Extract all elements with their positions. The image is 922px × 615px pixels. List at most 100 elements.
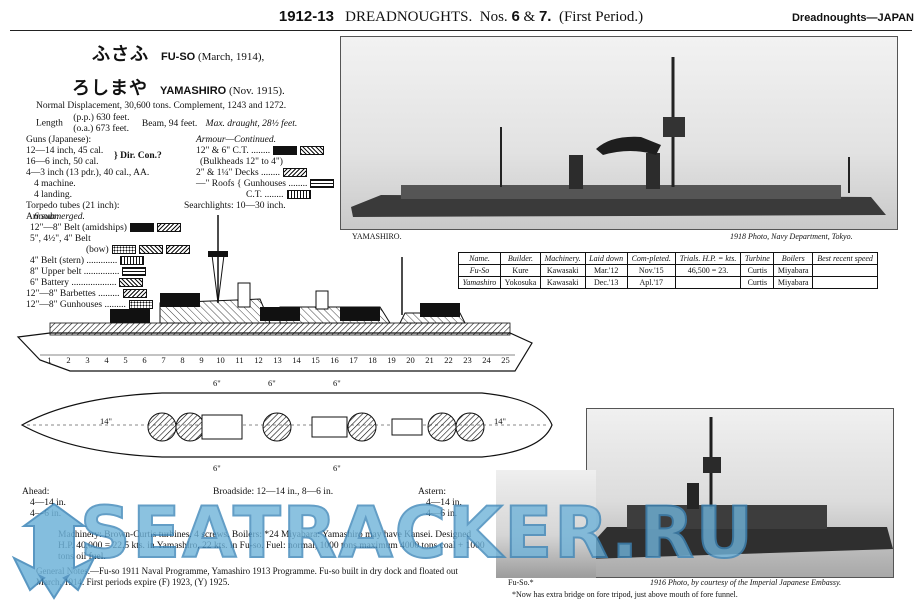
yamashiro-kana: ろしまや bbox=[72, 78, 148, 98]
section-numbers: 1 2 3 4 5 6 7 8 9 10 11 12 13 14 15 16 1… bbox=[40, 355, 520, 365]
upper-belt: 8" Upper belt ............... bbox=[30, 267, 120, 277]
beam: Beam, 94 feet. bbox=[141, 118, 198, 129]
astern-line-1: 4—14 in. bbox=[426, 498, 462, 508]
belt-stern-swatch bbox=[120, 256, 145, 266]
section-number: 23 bbox=[463, 355, 472, 365]
cell-trials bbox=[674, 276, 742, 289]
section-number: 19 bbox=[387, 355, 396, 365]
section-number: 22 bbox=[444, 355, 453, 365]
table-row: Fu-So Kure Kawasaki Mar.'12 Nov.'15 46,5… bbox=[458, 264, 878, 277]
header-right-label: Dreadnoughts—JAPAN bbox=[791, 12, 914, 24]
cell-turbine: Curtis bbox=[740, 276, 775, 289]
roofs-ct-swatch bbox=[286, 190, 311, 200]
guns-block: Guns (Japanese): 12—14 inch, 45 cal. 16—… bbox=[26, 135, 162, 223]
cell-boilers: Miyabara bbox=[773, 264, 814, 277]
fuso-photo-left-part bbox=[496, 470, 596, 578]
fuso-caption: Fu-So.* bbox=[508, 578, 534, 587]
section-number: 24 bbox=[482, 355, 491, 365]
decks: 2" & 1¼" Decks ........ bbox=[196, 168, 281, 178]
section-number: 3 bbox=[85, 355, 90, 365]
section-number: 18 bbox=[368, 355, 377, 365]
gun-line-3: 4—3 inch (13 pdr.), 40 cal., AA. bbox=[26, 168, 150, 178]
section-number: 1 bbox=[47, 355, 52, 365]
section-number: 25 bbox=[501, 355, 510, 365]
dimensions-block: Length (p.p.) 630 feet. (o.a.) 673 feet.… bbox=[36, 113, 297, 135]
plan-6in-label-2: 6" bbox=[268, 378, 276, 388]
section-number: 12 bbox=[254, 355, 263, 365]
gunhouses-swatch bbox=[128, 300, 153, 310]
section-number: 8 bbox=[180, 355, 185, 365]
yamashiro-photo-credit: 1918 Photo, Navy Department, Tokyo. bbox=[730, 232, 853, 241]
gun-line-2: 16—6 inch, 50 cal. bbox=[26, 157, 99, 167]
th-machinery: Machinery. bbox=[539, 252, 586, 265]
ship-spec-table: Name. Builder. Machinery. Laid down Com-… bbox=[458, 252, 878, 289]
plan-6in-label-5: 6" bbox=[333, 463, 341, 473]
gun-line-5: 4 landing. bbox=[34, 190, 72, 200]
section-number: 10 bbox=[216, 355, 225, 365]
plan-mid-superstructure bbox=[311, 416, 348, 438]
spec-table-header-row: Name. Builder. Machinery. Laid down Com-… bbox=[458, 252, 878, 265]
watermark: SEATRACKER.RU bbox=[79, 491, 755, 575]
profile-tripod-leg bbox=[211, 254, 219, 304]
header-n1: 6 bbox=[511, 8, 520, 25]
cell-boilers: Miyabara bbox=[773, 276, 814, 289]
cell-turbine: Curtis bbox=[740, 264, 775, 277]
fuso-footnote: *Now has extra bridge on fore tripod, ju… bbox=[512, 590, 738, 599]
astern-label: Astern: bbox=[418, 487, 446, 497]
director-control: } Dir. Con.? bbox=[114, 151, 162, 161]
profile-turret-a bbox=[110, 309, 150, 323]
cell-laid-down: Dec.'13 bbox=[584, 276, 628, 289]
cell-machinery: Kawasaki bbox=[539, 276, 586, 289]
profile-turret-c bbox=[260, 307, 300, 321]
armour-continued-block: Armour—Continued. 12" & 6" C.T. ........… bbox=[184, 135, 335, 212]
barbettes: 12"—8" Barbettes ......... bbox=[26, 289, 120, 299]
astern-block: Astern: 4—14 in. 4—6 in. bbox=[418, 487, 462, 520]
cell-trials: 46,500 = 23. bbox=[674, 264, 742, 277]
watermark-anchor-icon bbox=[11, 502, 97, 600]
fuso-name-block: ふさふ FU-SO (March, 1914), bbox=[92, 40, 264, 66]
th-trials: Trials. H.P. = kts. bbox=[674, 252, 742, 265]
profile-aft-funnel bbox=[315, 290, 329, 310]
profile-turret-b bbox=[160, 293, 200, 307]
battery: 6" Battery ................... bbox=[30, 278, 117, 288]
gunhouses: 12"—8" Gunhouses ......... bbox=[26, 300, 126, 310]
decks-swatch bbox=[283, 168, 308, 178]
astern-line-2: 4—6 in. bbox=[426, 509, 458, 519]
header-rule bbox=[10, 30, 912, 31]
torpedo-line: 6 submerged. bbox=[34, 212, 85, 222]
section-number: 17 bbox=[349, 355, 358, 365]
section-number: 5 bbox=[123, 355, 128, 365]
belt-amidships: 12"—8" Belt (amidships) bbox=[30, 223, 127, 233]
th-builder: Builder. bbox=[499, 252, 541, 265]
upper-belt-swatch bbox=[122, 267, 147, 277]
yamashiro-photo bbox=[340, 36, 898, 230]
displacement-line: Normal Displacement, 30,600 tons. Comple… bbox=[36, 101, 287, 111]
ahead-line-1: 4—14 in. bbox=[30, 498, 66, 508]
battery-swatch bbox=[119, 278, 144, 288]
section-number: 16 bbox=[330, 355, 339, 365]
deck-plan-drawing bbox=[20, 392, 553, 458]
profile-top bbox=[208, 251, 228, 257]
belt-bow-label: (bow) bbox=[86, 245, 109, 255]
barbettes-swatch bbox=[122, 289, 147, 299]
length-label: Length bbox=[36, 118, 63, 129]
cell-builder: Kure bbox=[499, 264, 541, 277]
header-period: (First Period.) bbox=[558, 9, 644, 25]
fuso-kana: ふさふ bbox=[92, 44, 149, 64]
roofs-ct: C.T. ........ bbox=[246, 190, 284, 200]
profile-tripod-leg-2 bbox=[217, 254, 225, 304]
length-pp: (p.p.) 630 feet. bbox=[73, 113, 130, 123]
roofs-gunhouses-swatch bbox=[310, 179, 335, 189]
plan-6in-label-4: 6" bbox=[213, 463, 221, 473]
profile-fore-funnel bbox=[237, 282, 251, 308]
machinery-notes: Machinery: Brown-Curtis turbines. 4 scre… bbox=[58, 530, 485, 562]
cell-best-speed bbox=[812, 264, 878, 277]
plan-14in-label-1: 14" bbox=[100, 416, 112, 426]
belt-amidships-swatch bbox=[129, 223, 154, 233]
ct-armour-swatch bbox=[273, 146, 298, 156]
fuso-photo-ship bbox=[587, 417, 893, 559]
th-turbine: Turbine bbox=[740, 252, 775, 265]
gun-line-1: 12—14 inch, 45 cal. bbox=[26, 146, 104, 156]
cell-name: Fu-So bbox=[458, 264, 501, 277]
plan-turret-f bbox=[455, 412, 485, 442]
